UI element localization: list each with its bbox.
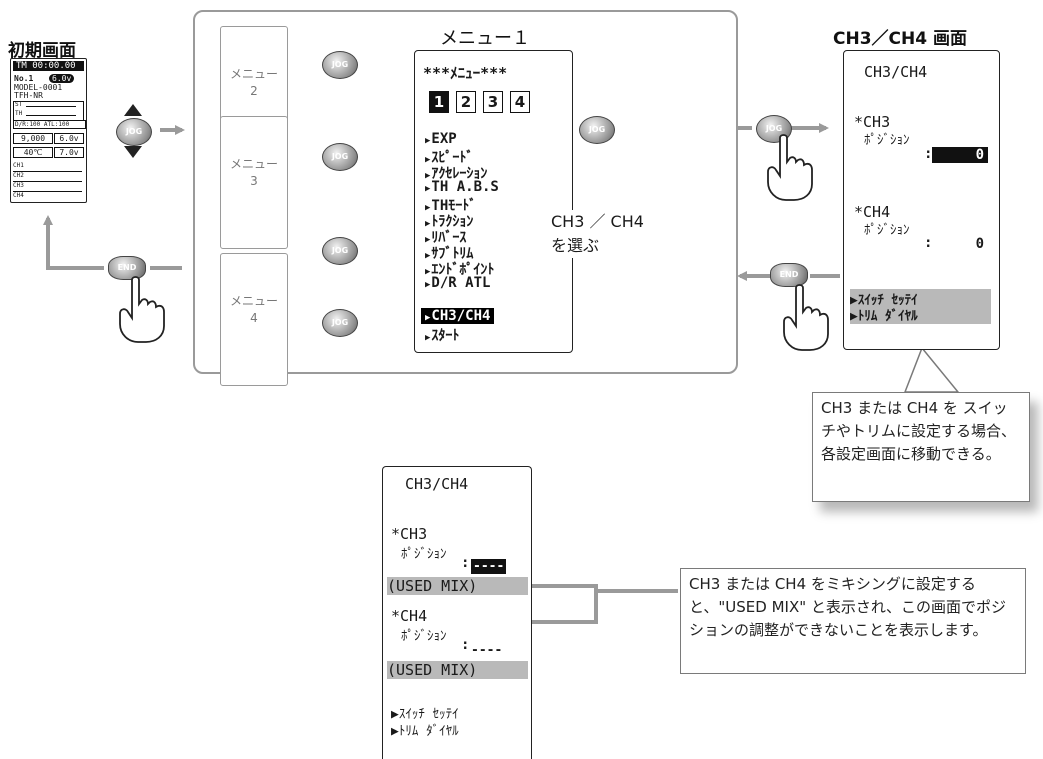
submenu-label: メニュー bbox=[221, 65, 287, 82]
callout-used-mix: CH3 または CH4 をミキシングに設定すると、"USED MIX" と表示さ… bbox=[680, 568, 1026, 674]
jog-button[interactable]: JOG bbox=[116, 118, 152, 146]
value-1: 9,000 bbox=[13, 133, 53, 144]
dr-atl-values: D/R:100 ATL:100 bbox=[13, 120, 86, 129]
jog-button[interactable]: JOG bbox=[322, 309, 358, 337]
ch3-position-label: ﾎﾟｼﾞｼｮﾝ bbox=[864, 129, 910, 148]
model-number: No.1 bbox=[14, 74, 33, 83]
st-th-bars: ST TH bbox=[13, 101, 84, 121]
select-note: CH3 ／ CH4 を選ぶ bbox=[549, 210, 646, 258]
hand-pointer-icon bbox=[760, 132, 820, 204]
value-4: 7.0v bbox=[54, 147, 84, 158]
menu-tabs: 1 2 3 4 bbox=[429, 91, 530, 113]
ch-lcd: CH3/CH4 *CH3 ﾎﾟｼﾞｼｮﾝ : 0 *CH4 ﾎﾟｼﾞｼｮﾝ : … bbox=[843, 50, 1000, 350]
submenu-label: メニュー bbox=[221, 155, 287, 172]
mix-trim-item[interactable]: ▶ﾄﾘﾑ ﾀﾞｲﾔﾙ bbox=[391, 720, 459, 739]
mix-ch3-label: *CH3 bbox=[391, 525, 427, 543]
voltage-badge: 6.0v bbox=[49, 74, 74, 83]
mix-ch4-value: ---- bbox=[471, 643, 502, 658]
menu-item-dr-atl[interactable]: ▶D/R ATL bbox=[425, 275, 490, 291]
ch-row: CH2 bbox=[13, 172, 82, 182]
mix-ch4-position-label: ﾎﾟｼﾞｼｮﾝ bbox=[401, 625, 447, 644]
menu-header: ***ﾒﾆｭｰ*** bbox=[423, 62, 507, 83]
tab-2[interactable]: 2 bbox=[456, 91, 476, 113]
jog-button[interactable]: JOG bbox=[322, 237, 358, 265]
submenu-number: 4 bbox=[221, 311, 287, 325]
ch-screen-title: CH3／CH4 画面 bbox=[833, 24, 967, 49]
ch-row: CH4 bbox=[13, 192, 82, 201]
menu-item-start[interactable]: ▶ｽﾀｰﾄ bbox=[425, 325, 459, 345]
ch-row: CH1 bbox=[13, 162, 82, 172]
callout-switch-trim: CH3 または CH4 を スイッチやトリムに設定する場合、各設定画面に移動でき… bbox=[812, 392, 1030, 502]
submenu-4[interactable]: メニュー 4 bbox=[220, 253, 288, 386]
menu1-lcd: ***ﾒﾆｭｰ*** 1 2 3 4 ▶EXP ▶ｽﾋﾟｰﾄﾞ ▶ｱｸｾﾚｰｼｮ… bbox=[414, 50, 573, 353]
tab-3[interactable]: 3 bbox=[483, 91, 503, 113]
mix-lcd: CH3/CH4 *CH3 ﾎﾟｼﾞｼｮﾝ : ---- (USED MIX) *… bbox=[382, 466, 532, 759]
ch4-position-value[interactable]: 0 bbox=[932, 236, 988, 252]
used-mix-label: (USED MIX) bbox=[387, 661, 528, 679]
mix-ch3-value: ---- bbox=[471, 559, 506, 574]
initial-lcd: TM 00:00.00 No.1 6.0v MODEL-0001 TFH-NR … bbox=[10, 58, 87, 203]
menu-item-exp[interactable]: ▶EXP bbox=[425, 131, 457, 147]
select-note-line2: を選ぶ bbox=[551, 234, 644, 258]
submenu-number: 2 bbox=[221, 84, 287, 98]
jog-button[interactable]: JOG bbox=[322, 143, 358, 171]
menu-item-ch3-ch4[interactable]: ▶CH3/CH4 bbox=[421, 308, 494, 324]
submenu-3[interactable]: メニュー 3 bbox=[220, 116, 288, 249]
ch-rows: CH1 CH2 CH3 CH4 bbox=[13, 162, 82, 201]
used-mix-label: (USED MIX) bbox=[387, 577, 528, 595]
jog-button[interactable]: JOG bbox=[579, 116, 615, 144]
model-type: TFH-NR bbox=[14, 91, 43, 100]
mix-ch4-label: *CH4 bbox=[391, 607, 427, 625]
menu-item-th-abs[interactable]: ▶TH A.B.S bbox=[425, 179, 499, 195]
ch-lcd-title: CH3/CH4 bbox=[864, 63, 927, 81]
menu1-title: メニュー１ bbox=[440, 24, 530, 50]
select-note-line1: CH3 ／ CH4 bbox=[551, 210, 644, 234]
tab-4[interactable]: 4 bbox=[510, 91, 530, 113]
jog-button[interactable]: JOG bbox=[322, 51, 358, 79]
mix-ch3-colon: : bbox=[461, 555, 469, 571]
value-2: 6.0v bbox=[54, 133, 84, 144]
hand-pointer-icon bbox=[112, 274, 172, 346]
submenu-number: 3 bbox=[221, 174, 287, 188]
hand-pointer-icon bbox=[776, 282, 836, 354]
trim-dial-item[interactable]: ▶ﾄﾘﾑ ﾀﾞｲﾔﾙ bbox=[850, 305, 991, 324]
mix-ch4-colon: : bbox=[461, 637, 469, 653]
st-label: ST bbox=[15, 101, 22, 108]
ch-row: CH3 bbox=[13, 182, 82, 192]
ch4-position-label: ﾎﾟｼﾞｼｮﾝ bbox=[864, 219, 910, 238]
th-label: TH bbox=[15, 110, 22, 117]
mix-lcd-title: CH3/CH4 bbox=[405, 475, 468, 493]
tab-1[interactable]: 1 bbox=[429, 91, 449, 113]
submenu-label: メニュー bbox=[221, 292, 287, 309]
value-3: 40℃ bbox=[13, 147, 53, 158]
timer-display: TM 00:00.00 bbox=[13, 61, 84, 71]
mix-ch3-position-label: ﾎﾟｼﾞｼｮﾝ bbox=[401, 543, 447, 562]
ch3-position-value[interactable]: 0 bbox=[932, 147, 988, 163]
